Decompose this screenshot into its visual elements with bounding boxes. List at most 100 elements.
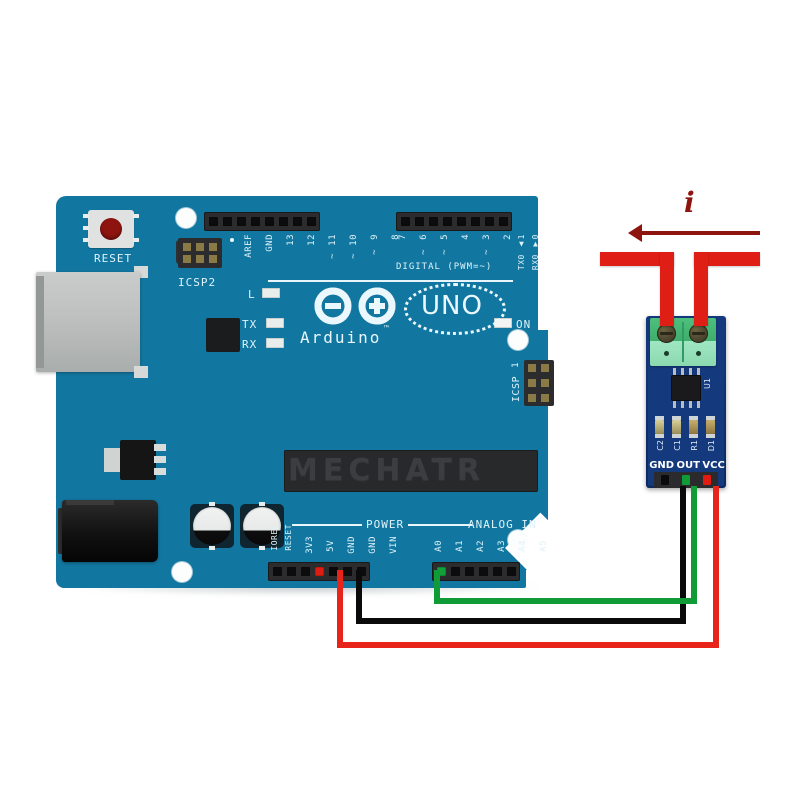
microcontroller-ic: MECHATR: [284, 450, 538, 492]
icsp-pin1-label: 1: [511, 362, 521, 368]
header-pin[interactable]: [278, 217, 288, 226]
digital-pin-label-7: 7: [398, 234, 408, 240]
header-pin[interactable]: [498, 217, 508, 226]
analog-pin-a0[interactable]: [436, 567, 446, 576]
refdes-c1: C1: [673, 440, 682, 451]
header-pin[interactable]: [236, 217, 246, 226]
header-pin[interactable]: [222, 217, 232, 226]
reset-button[interactable]: [83, 210, 139, 248]
power-pin-3v3[interactable]: [300, 567, 310, 576]
sensor-pin-out[interactable]: [681, 475, 690, 485]
icsp2-header[interactable]: [178, 238, 222, 268]
analog-label-a5: A5: [539, 540, 549, 552]
red-wire-seg-horizontal: [337, 642, 719, 648]
header-pin[interactable]: [208, 217, 218, 226]
analog-label-a4: A4: [518, 540, 528, 552]
screw-terminal-block[interactable]: [650, 318, 716, 366]
power-pin-gnd-1[interactable]: [328, 567, 338, 576]
electrolytic-capacitor-1: [190, 502, 234, 550]
usb-type-b-connector[interactable]: [36, 272, 140, 372]
header-pin[interactable]: [306, 217, 316, 226]
current-direction-arrow-head: [628, 224, 642, 242]
digital-header-left[interactable]: [204, 212, 320, 231]
usb-serial-ic: [206, 318, 240, 352]
header-pin[interactable]: [456, 217, 466, 226]
analog-pin-a5[interactable]: [506, 567, 516, 576]
header-pin[interactable]: [484, 217, 494, 226]
analog-pin-a2[interactable]: [464, 567, 474, 576]
sensor-pin-vcc[interactable]: [703, 475, 712, 485]
led-tx: [266, 318, 284, 328]
header-pin[interactable]: [414, 217, 424, 226]
power-label-vin: VIN: [389, 536, 399, 554]
header-pin[interactable]: [428, 217, 438, 226]
regulator-heatsink-tab: [104, 448, 122, 472]
digital-pin-label-5: 5: [440, 234, 450, 240]
header-pin[interactable]: [292, 217, 302, 226]
digital-pin-label-aref: AREF: [244, 234, 254, 258]
analog-group-label: ANALOG IN: [468, 518, 537, 531]
refdes-c2: C2: [656, 440, 665, 451]
icsp2-pin1-marker: [230, 238, 234, 242]
header-pin[interactable]: [264, 217, 274, 226]
digital-pin-label-12: 12: [307, 234, 317, 246]
analog-header[interactable]: [432, 562, 520, 581]
digital-pwm-marker-10: ~: [349, 253, 359, 259]
black-wire-seg-horizontal: [356, 618, 686, 624]
mechatronics-watermark: MECHATR: [288, 453, 485, 488]
icsp-header[interactable]: [524, 360, 554, 406]
analog-pin-a3[interactable]: [478, 567, 488, 576]
header-pin[interactable]: [470, 217, 480, 226]
dc-barrel-jack[interactable]: [62, 500, 158, 562]
mounting-hole-bottom-left: [172, 562, 192, 582]
analog-label-a2: A2: [476, 540, 486, 552]
uno-badge-outline: [404, 283, 506, 335]
power-label-gnd-1: GND: [347, 536, 357, 554]
terminal-screw-left[interactable]: [657, 324, 676, 343]
usb-port-opening[interactable]: [36, 276, 44, 368]
terminal-screw-right[interactable]: [689, 324, 708, 343]
current-symbol-label: i: [684, 186, 695, 219]
mounting-hole-top-left: [176, 208, 196, 228]
digital-pin-label-6: 6: [419, 234, 429, 240]
analog-pin-a4[interactable]: [492, 567, 502, 576]
mounting-hole-right-upper: [508, 330, 528, 350]
analog-pin-a1[interactable]: [450, 567, 460, 576]
power-pin-5v[interactable]: [314, 567, 324, 576]
power-label-gnd-2: GND: [368, 536, 378, 554]
arduino-wordmark-text: Arduino: [300, 328, 382, 347]
header-pin[interactable]: [250, 217, 260, 226]
power-header[interactable]: [268, 562, 370, 581]
header-pin[interactable]: [442, 217, 452, 226]
power-label-5v: 5V: [326, 540, 336, 552]
led-label-tx: TX: [242, 318, 258, 331]
digital-pwm-marker-9: ~: [370, 249, 380, 255]
digital-pin-label-gnd: GND: [265, 234, 275, 252]
refdes-r1: R1: [690, 440, 699, 451]
black-wire-seg-vertical-left: [356, 570, 362, 622]
power-pin-gnd-2[interactable]: [342, 567, 352, 576]
digital-pin-label-3: 3: [482, 234, 492, 240]
header-pin[interactable]: [400, 217, 410, 226]
digital-pin-label-10: 10: [349, 234, 359, 246]
reset-button-cap[interactable]: [100, 218, 122, 240]
digital-silk-rule: [268, 280, 513, 282]
digital-pwm-marker-11: ~: [328, 253, 338, 259]
power-pin-ioref[interactable]: [272, 567, 282, 576]
sensor-pin-gnd[interactable]: [660, 475, 669, 485]
reset-label: RESET: [94, 252, 133, 265]
digital-header-right[interactable]: [396, 212, 512, 231]
load-busbar-right-horizontal: [694, 252, 760, 266]
analog-label-a0: A0: [434, 540, 444, 552]
power-pin-reset[interactable]: [286, 567, 296, 576]
voltage-regulator: [120, 440, 156, 480]
sensor-pin-header[interactable]: [654, 472, 718, 488]
refdes-u1: U1: [703, 378, 712, 389]
icsp2-label: ICSP2: [178, 276, 217, 289]
usb-shield-tab-bottom: [134, 366, 148, 378]
terminal-hole-right: [696, 351, 701, 356]
load-busbar-left-horizontal: [600, 252, 674, 266]
digital-pin-label-9: 9: [370, 234, 380, 240]
digital-pin-label-tx0: TX0 ▲1: [517, 234, 526, 271]
